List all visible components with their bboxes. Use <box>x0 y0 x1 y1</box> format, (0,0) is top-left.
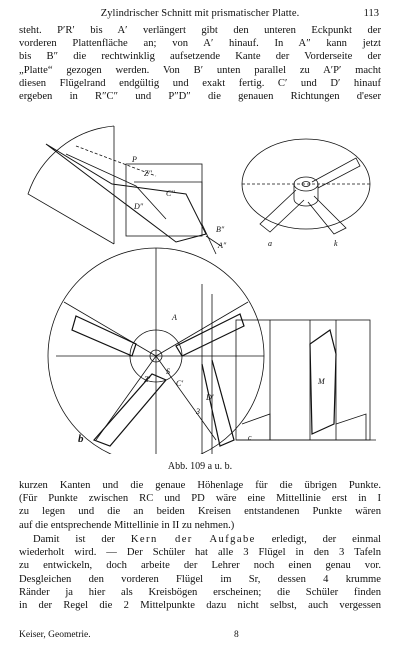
text-line: wiederholt wird. — Der Schüler hat alle … <box>19 547 381 559</box>
blade-inner <box>65 153 167 220</box>
drawing-svg: P Z″ C″ D″ B″ A″ A S Z′ C′ D′ 3 M c a k … <box>27 125 376 465</box>
text-line: (Für Punkte zwischen RC und PD wäre eine… <box>19 493 381 505</box>
text-line: kurzen Kanten und die genaue Höhenlage f… <box>19 480 381 491</box>
text-line: diesen Flügelrand endgültig und exakt fe… <box>19 77 381 89</box>
label-B1: B″ <box>216 225 225 234</box>
text-line: zu entwickeln, doch arbeite der Lehrer n… <box>19 560 381 572</box>
side-blade <box>309 329 337 435</box>
hub-body <box>293 184 319 207</box>
paragraph-bottom: kurzen Kanten und die genaue Höhenlage f… <box>19 479 381 532</box>
technical-drawing: P Z″ C″ D″ B″ A″ A S Z′ C′ D′ 3 M c a k … <box>16 124 384 465</box>
text-line: „Platte“ gezogen werden. Von B′ unten pa… <box>19 64 381 76</box>
text-line: vorderen Plattenfläche an; von A′ hinauf… <box>19 38 381 50</box>
emphasis-spaced: Kern der Aufgabe <box>130 534 256 545</box>
label-C1: C″ <box>166 189 175 198</box>
plan-blade-3 <box>175 313 245 357</box>
footer-author: Keiser, Geometrie. <box>19 630 91 640</box>
perspective-ellipse <box>241 138 371 230</box>
blade-right <box>307 195 347 235</box>
text-line-first: Damit ist der Kern der Aufgabe erledigt,… <box>19 533 381 546</box>
blade-back <box>311 157 361 189</box>
dashed-line <box>75 145 157 177</box>
text-line: ergeben in R″C″ und P″D″ die genauen Ric… <box>19 91 381 103</box>
blade-outline <box>45 143 207 243</box>
page-footer: Keiser, Geometrie. 8 <box>19 630 381 640</box>
label-A: A <box>171 313 177 322</box>
side-blade-3 <box>335 413 367 440</box>
label-a: a <box>268 239 272 248</box>
label-A1: A″ <box>217 241 227 250</box>
paragraph-top: steht. P′R′ bis A′ verlängert gibt den u… <box>19 24 381 103</box>
plan-spoke-4 <box>155 355 217 441</box>
label-k: k <box>334 239 338 248</box>
label-D: D′ <box>205 393 214 402</box>
text-line: Ränder ja hier als Kreisbögen erscheinen… <box>19 586 381 598</box>
blade-left <box>259 189 305 233</box>
leader-line <box>201 223 217 255</box>
side-blade-2 <box>241 413 271 440</box>
label-b: b <box>78 433 84 445</box>
plan-blade-2 <box>71 315 137 357</box>
figure-caption: Abb. 109 a u. b. <box>167 461 233 472</box>
text-line: steht. P′R′ bis A′ verlängert gibt den u… <box>19 25 381 36</box>
text-line: zu legen und die an beiden Kreisen entst… <box>19 506 381 518</box>
plan-blade-1 <box>92 373 167 447</box>
label-3: 3 <box>195 407 200 416</box>
label-Z1: Z″ <box>144 169 152 178</box>
label-S: S <box>166 367 170 376</box>
text-line: bis B″ die rechtwinklig aufsetzende Kant… <box>19 51 381 63</box>
text-line: auf die entsprechende Mittellinie in II … <box>19 519 235 531</box>
plate-edge <box>134 181 203 224</box>
plan-blade-4 <box>201 359 235 447</box>
plate-rect <box>125 163 203 237</box>
text-line: Desgleichen den vorderen Flügel im Sr, d… <box>19 573 381 585</box>
paragraph-last: Damit ist der Kern der Aufgabe erledigt,… <box>19 533 381 612</box>
leader-line-2 <box>205 235 222 247</box>
elevation-arc <box>27 125 115 245</box>
label-P: P <box>131 155 137 164</box>
label-C: C′ <box>176 379 183 388</box>
label-D1: D″ <box>133 202 144 211</box>
signature-mark: 8 <box>234 630 239 640</box>
plan-spoke-1 <box>63 301 157 357</box>
running-title: Zylindrischer Schnitt mit prismatischer … <box>100 8 300 19</box>
label-c: c <box>248 433 252 442</box>
text-run: erledigt, der einmal <box>255 534 381 545</box>
side-elevation-box <box>235 319 371 441</box>
running-header: Zylindrischer Schnitt mit prismatischer … <box>0 8 400 22</box>
text-run: Damit ist der <box>33 534 131 545</box>
label-Z: Z′ <box>144 375 150 384</box>
page-number: 113 <box>363 8 379 19</box>
label-M: M <box>317 377 326 386</box>
text-line: in der Regel die 2 Mittelpunkte dazu nic… <box>19 600 381 612</box>
